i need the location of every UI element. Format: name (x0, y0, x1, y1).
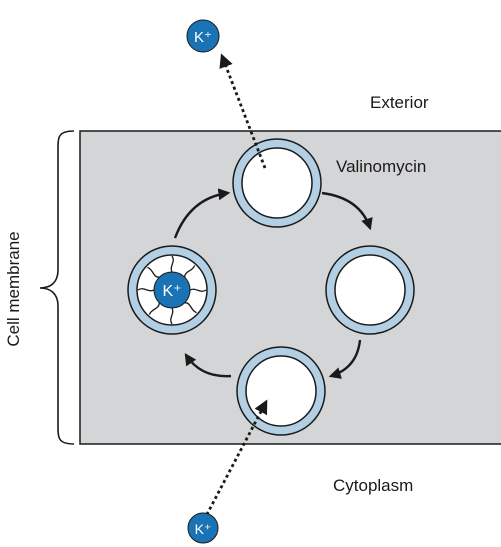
cell-membrane-label: Cell membrane (4, 231, 23, 346)
valinomycin-ring-top (232, 138, 322, 228)
k-exit-dotted-arrow (219, 53, 267, 169)
k-entry-dotted-arrow (202, 399, 268, 521)
coordination-bonds (137, 255, 207, 325)
cycle-arrow-top-to-right (321, 191, 373, 231)
k-ion-cytoplasm (187, 512, 219, 544)
k-ion-bound (153, 271, 191, 309)
k-ion-exterior (186, 19, 220, 53)
k-ion-bound-label: K⁺ (162, 283, 181, 300)
cytoplasm-label: Cytoplasm (333, 476, 413, 495)
valinomycin-ring-right (325, 245, 415, 335)
k-ion-cytoplasm-label: K⁺ (195, 521, 212, 537)
valinomycin-k-complex: K⁺ (127, 245, 217, 335)
exterior-label: Exterior (370, 93, 429, 112)
valinomycin-ring-bottom (236, 346, 326, 436)
valinomycin-label: Valinomycin (336, 157, 426, 176)
membrane-brace (39, 130, 75, 445)
cycle-arrow-right-to-bottom (328, 339, 362, 379)
cycle-arrow-bottom-to-left (184, 352, 232, 378)
cycle-arrow-left-to-top (173, 188, 231, 239)
k-ion-exterior-label: K⁺ (194, 29, 212, 46)
